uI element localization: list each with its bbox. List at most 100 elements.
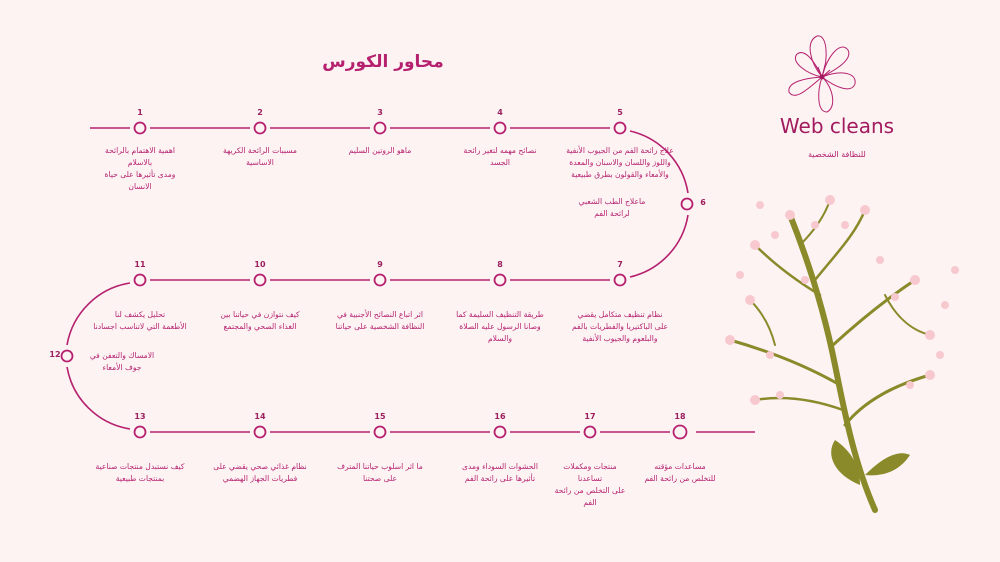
description-line: طريقة التنظيف السليمة كما [456, 310, 544, 319]
topic-description: ماهو الروتين السليم [310, 145, 450, 157]
connector-arc [66, 282, 131, 346]
node-number: 5 [617, 108, 623, 117]
page-title: محاور الكورس [322, 52, 444, 72]
timeline-node-13 [133, 425, 147, 439]
description-line: واللوز واللسان والاسنان والمعدة [569, 158, 671, 167]
timeline-node-17 [583, 425, 597, 439]
node-number: 7 [617, 260, 623, 269]
description-line: مساعدات مؤقته [654, 462, 706, 471]
description-line: لرائحة الفم [594, 209, 630, 218]
timeline-node-10 [253, 273, 267, 287]
description-line: على صحتنا [362, 474, 398, 483]
flower-logo-icon [788, 35, 856, 113]
description-line: ماعلاج الطب الشعبي [578, 197, 646, 206]
description-line: كيف نستبدل منتجات صناعية [95, 462, 185, 471]
node-number: 13 [134, 412, 146, 421]
node-number: 2 [257, 108, 263, 117]
description-line: للتخلص من رائحة الفم [644, 474, 716, 483]
description-line: علاج رائحة الفم من الجيوب الأنفية [566, 146, 674, 155]
topic-description: اثر اتباع النصائح الأجنبية في النظافة الش… [310, 309, 450, 333]
description-line: بمنتجات طبيعية [115, 474, 165, 483]
timeline-node-18 [672, 424, 688, 440]
timeline-node-6 [680, 197, 694, 211]
topic-description: الحشوات السوداء ومدى تأثيرها على رائحة ال… [430, 461, 570, 485]
node-number: 17 [584, 412, 596, 421]
node-number: 11 [134, 260, 146, 269]
topic-description: علاج رائحة الفم من الجيوب الأنفية واللوز … [550, 145, 690, 181]
description-line: تأثيرها على رائحة الفم [464, 474, 536, 483]
timeline-node-8 [493, 273, 507, 287]
connector-arc [629, 214, 689, 278]
description-line: ماهو الروتين السليم [348, 146, 412, 155]
blossom-branch-icon [725, 195, 959, 513]
node-number: 4 [497, 108, 503, 117]
timeline-node-15 [373, 425, 387, 439]
node-number: 14 [254, 412, 266, 421]
brand-tagline: للنظافة الشخصية [808, 150, 866, 159]
topic-description: الامساك والتعفن في جوف الأمعاء [87, 350, 157, 374]
timeline-node-4 [493, 121, 507, 135]
timeline-node-11 [133, 273, 147, 287]
timeline-node-12 [60, 349, 74, 363]
topic-description: ما اثر اسلوب حياتنا المترف على صحتنا [310, 461, 450, 485]
description-line: الغذاء الصحي والمجتمع [223, 322, 297, 331]
node-number: 12 [49, 350, 61, 359]
description-line: كيف نتوازن في حياتنا بين [220, 310, 300, 319]
description-line: الانسان [128, 182, 152, 191]
node-number: 10 [254, 260, 266, 269]
description-line: ومدى تأثيرها على حياة [104, 170, 176, 179]
description-line: تحليل يكشف لنا [114, 310, 166, 319]
description-line: الأطعمة التي لاتناسب اجسادنا [93, 322, 187, 331]
timeline-node-3 [373, 121, 387, 135]
description-line: نظام غذائي صحي يقضي على [213, 462, 307, 471]
topic-description: منتجات ومكملات تساعدنا على التخلص من رائحة… [520, 461, 660, 509]
node-number: 16 [494, 412, 506, 421]
description-line: والأمعاء والقولون بطرق طبيعية [571, 170, 669, 179]
topic-description: ماعلاج الطب الشعبي لرائحة الفم [577, 196, 647, 220]
timeline-node-2 [253, 121, 267, 135]
description-line: جوف الأمعاء [102, 363, 142, 372]
node-number: 18 [674, 412, 686, 421]
topic-description: اهمية الاهتمام بالرائحة بالاسلام ومدى تأثي… [70, 145, 210, 193]
description-line: الاساسية [246, 158, 274, 167]
timeline-node-7 [613, 273, 627, 287]
topic-description: نصائح مهمه لتغير رائحة الجسد [430, 145, 570, 169]
timeline-node-16 [493, 425, 507, 439]
topic-description: كيف نستبدل منتجات صناعية بمنتجات طبيعية [70, 461, 210, 485]
connector-arc [66, 366, 131, 430]
description-line: الحشوات السوداء ومدى [462, 462, 538, 471]
connector-arc [629, 130, 689, 194]
description-line: النظافة الشخصية على حياتنا [335, 322, 425, 331]
description-line: بالاسلام [127, 158, 153, 167]
description-line: على الباكتيريا والفطريات بالفم [571, 322, 669, 331]
description-line: اهمية الاهتمام بالرائحة [105, 146, 175, 155]
description-line: منتجات ومكملات [563, 462, 617, 471]
description-line: مسببات الرائحة الكريهة [222, 146, 298, 155]
node-number: 15 [374, 412, 386, 421]
description-line: والبلعوم والجيوب الأنفية [582, 334, 658, 343]
description-line: ما اثر اسلوب حياتنا المترف [337, 462, 423, 471]
description-line: تساعدنا [577, 474, 603, 483]
node-number: 8 [497, 260, 503, 269]
topic-description: تحليل يكشف لنا الأطعمة التي لاتناسب اجساد… [70, 309, 210, 333]
brand-name: Web cleans [779, 114, 895, 138]
description-line: نصائح مهمه لتغير رائحة [463, 146, 537, 155]
timeline-node-14 [253, 425, 267, 439]
description-line: اثر اتباع النصائح الأجنبية في [336, 310, 424, 319]
description-line: الامساك والتعفن في [89, 351, 155, 360]
description-line: الجسد [489, 158, 511, 167]
node-number: 9 [377, 260, 383, 269]
description-line: والسلام [487, 334, 513, 343]
description-line: الفم [583, 498, 597, 507]
topic-description: كيف نتوازن في حياتنا بين الغذاء الصحي وال… [190, 309, 330, 333]
node-number: 3 [377, 108, 383, 117]
description-line: على التخلص من رائحة [554, 486, 626, 495]
timeline-node-5 [613, 121, 627, 135]
description-line: نظام تنظيف متكامل يقضي [577, 310, 663, 319]
topic-description: مساعدات مؤقته للتخلص من رائحة الفم [610, 461, 750, 485]
topic-description: نظام تنظيف متكامل يقضي على الباكتيريا وال… [550, 309, 690, 345]
timeline-node-1 [133, 121, 147, 135]
